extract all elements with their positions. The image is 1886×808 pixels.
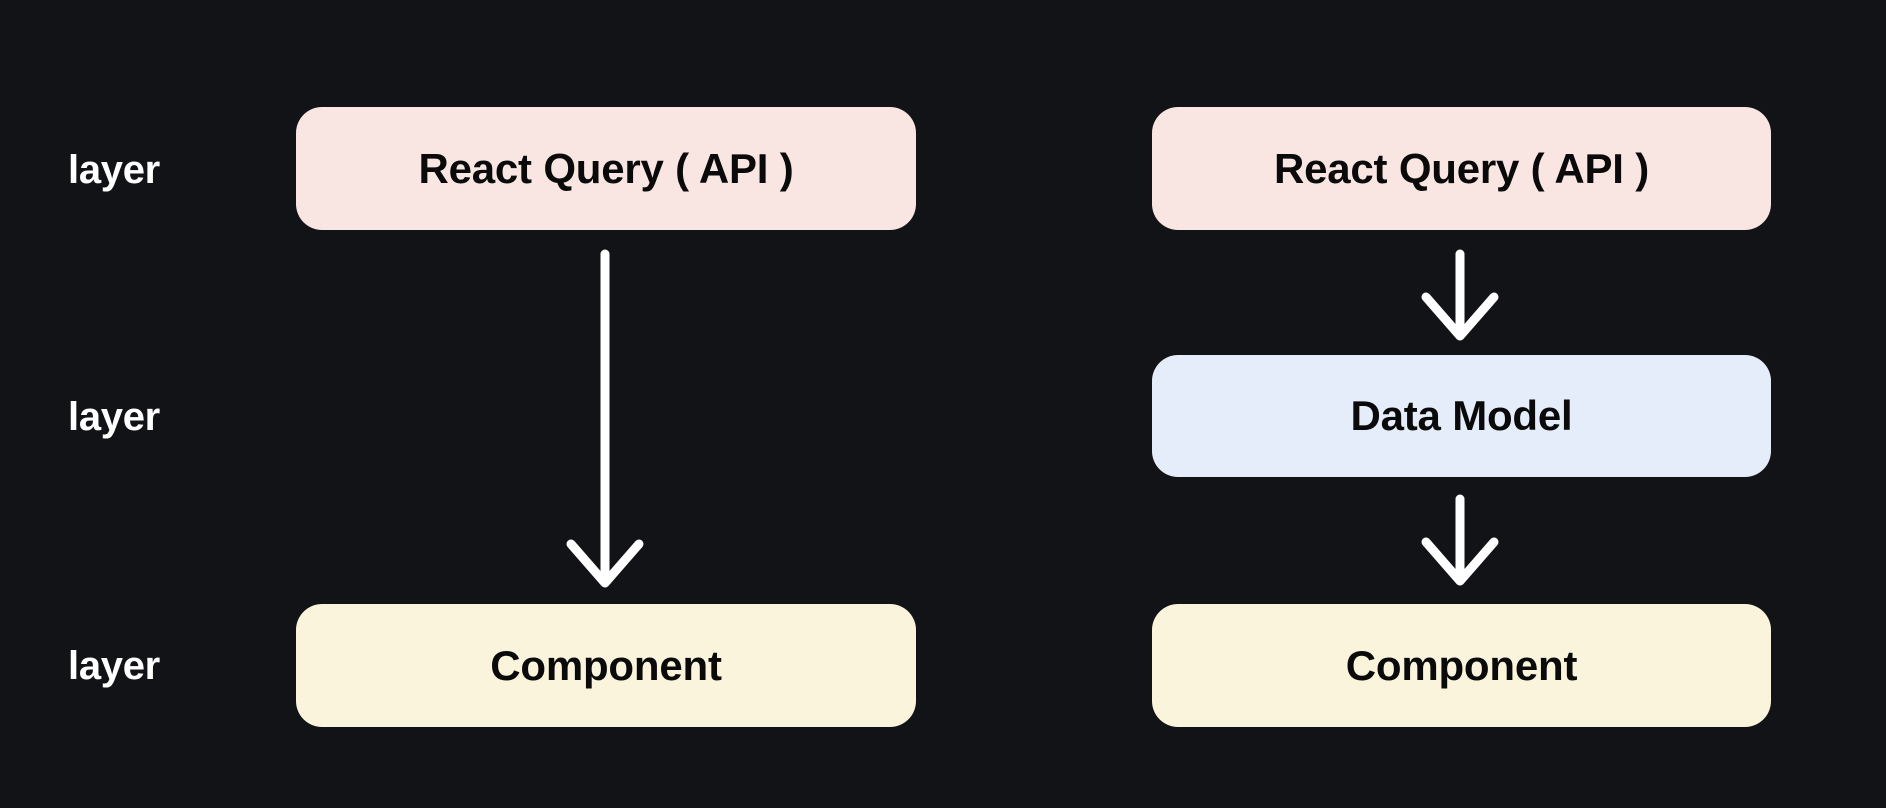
node-data-model[interactable]: Data Model — [1152, 355, 1771, 477]
arrow-down-data-model-to-component — [1416, 494, 1504, 593]
node-react-query-api-right[interactable]: React Query ( API ) — [1152, 107, 1771, 230]
layer-label-row-2: layer — [68, 395, 160, 439]
node-component-left[interactable]: Component — [296, 604, 916, 727]
arrow-down-long-left — [561, 249, 649, 596]
node-react-query-api-left[interactable]: React Query ( API ) — [296, 107, 916, 230]
layer-label-row-3: layer — [68, 644, 160, 688]
node-component-right[interactable]: Component — [1152, 604, 1771, 727]
arrow-down-api-to-data-model — [1416, 249, 1504, 348]
layer-label-row-1: layer — [68, 148, 160, 192]
